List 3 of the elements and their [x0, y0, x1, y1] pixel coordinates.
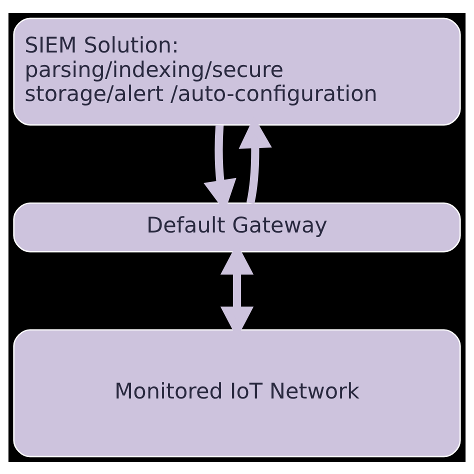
node-box: Monitored IoT Network	[13, 328, 461, 457]
node-box: Default Gateway	[13, 202, 461, 252]
node-box: SIEM Solution: parsing/indexing/secure storage/alert /auto-configuration	[13, 17, 461, 126]
